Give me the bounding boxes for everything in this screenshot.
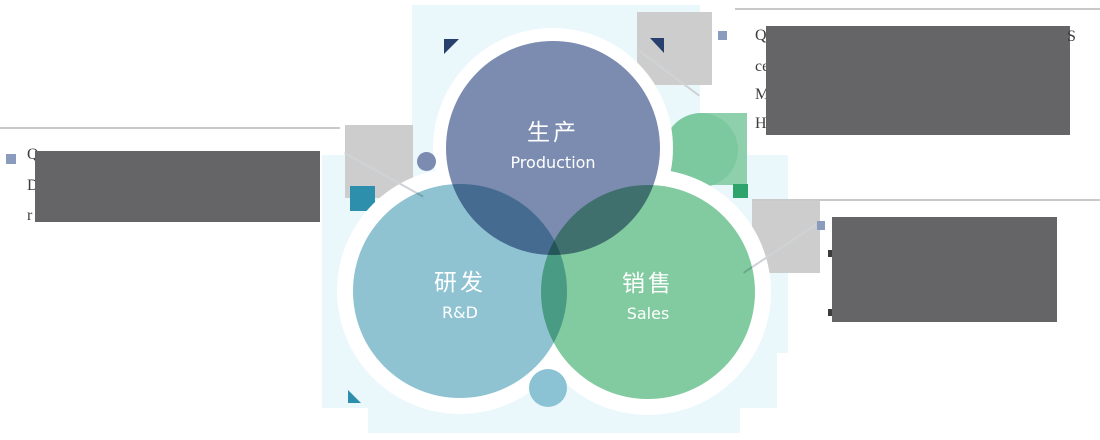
decor-gray-square-top-right [637,12,712,85]
label-rd-en: R&D [442,303,478,322]
label-rd-zh: 研发 [434,270,486,296]
label-production: 生产 Production [463,122,643,171]
label-rd: 研发 R&D [370,272,550,321]
background-tint-strip-bottom [368,408,740,433]
label-production-en: Production [510,153,596,172]
covered-text-fragment: H [755,115,767,132]
covered-text-fragment: Q [27,146,39,163]
label-sales-en: Sales [626,304,670,323]
separator-line-left [0,127,340,129]
covered-text-fragment: r [27,207,33,224]
separator-line-bottom-right [752,199,1100,201]
label-sales-zh: 销售 [622,271,674,297]
label-sales: 销售 Sales [558,273,738,322]
bullet-square-icon [817,221,825,230]
redaction-overlay-left [35,151,320,222]
decor-small-dot-blue [417,152,436,171]
covered-text-fragment: ce [755,58,770,75]
redaction-overlay-top-right [766,26,1070,135]
covered-text-fragment: D [27,177,39,194]
covered-text-fragment: Q [755,27,767,44]
decor-dark-green-square [733,184,748,198]
bullet-square-icon [718,31,727,40]
covered-text-fragment [828,309,833,316]
label-production-zh: 生产 [527,120,579,146]
redaction-overlay-bottom-right [832,217,1057,322]
decor-small-dot-lightblue [529,369,567,407]
covered-text-fragment: S [1067,28,1076,45]
venn-circle-rd [353,184,567,398]
separator-line-top-right [735,8,1100,10]
covered-text-fragment [828,250,832,257]
covered-text-fragment: M [755,86,770,103]
bullet-square-icon [6,154,16,164]
venn-circle-sales [541,185,755,399]
